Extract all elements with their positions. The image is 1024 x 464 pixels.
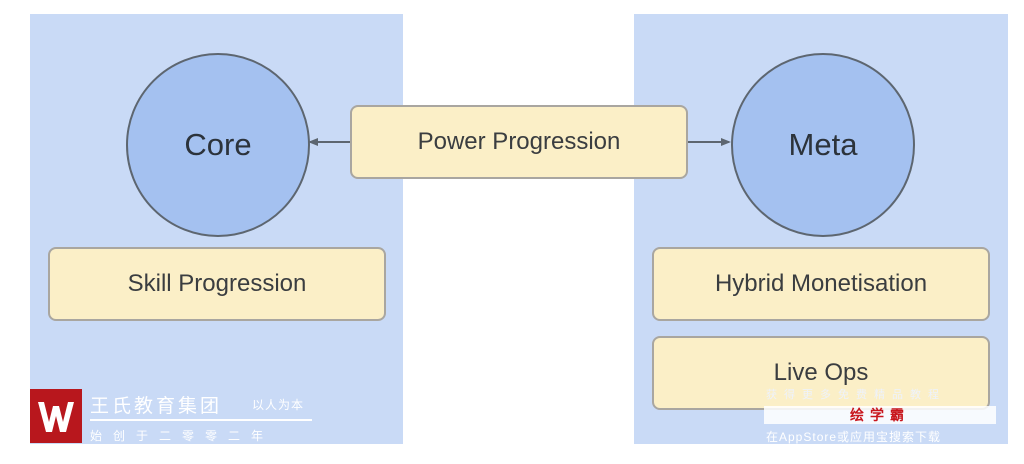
skill-progression-box: Skill Progression <box>48 247 386 321</box>
live-ops-box: Live Ops <box>652 336 990 410</box>
brand-divider <box>90 419 312 421</box>
brand-name: 王氏教育集团 <box>90 396 223 417</box>
core-node: Core <box>126 53 310 237</box>
meta-label: Meta <box>788 127 858 162</box>
promo-app-name: 绘学霸 <box>850 407 910 423</box>
watermark-left: 王氏教育集团 以人为本 始创于二零零二年 <box>30 389 320 447</box>
power-progression-box: Power Progression <box>350 105 688 179</box>
meta-node: Meta <box>731 53 915 237</box>
promo-band: 绘学霸 <box>764 406 996 424</box>
hybrid-monetisation-box: Hybrid Monetisation <box>652 247 990 321</box>
live-ops-label: Live Ops <box>773 359 869 386</box>
core-label: Core <box>184 127 252 162</box>
power-progression-label: Power Progression <box>417 128 621 155</box>
brand-slogan: 以人为本 <box>252 398 305 412</box>
logo-w-icon <box>38 402 74 432</box>
promo-line-1: 获得更多免费精品教程 <box>766 389 946 401</box>
brand-logo <box>30 389 82 443</box>
skill-progression-label: Skill Progression <box>127 270 307 297</box>
promo-line-3: 在AppStore或应用宝搜索下载 <box>766 430 942 444</box>
hybrid-monetisation-label: Hybrid Monetisation <box>714 270 928 297</box>
brand-since: 始创于二零零二年 <box>90 429 275 443</box>
watermark-right: 获得更多免费精品教程 绘学霸 在AppStore或应用宝搜索下载 <box>764 386 1004 448</box>
